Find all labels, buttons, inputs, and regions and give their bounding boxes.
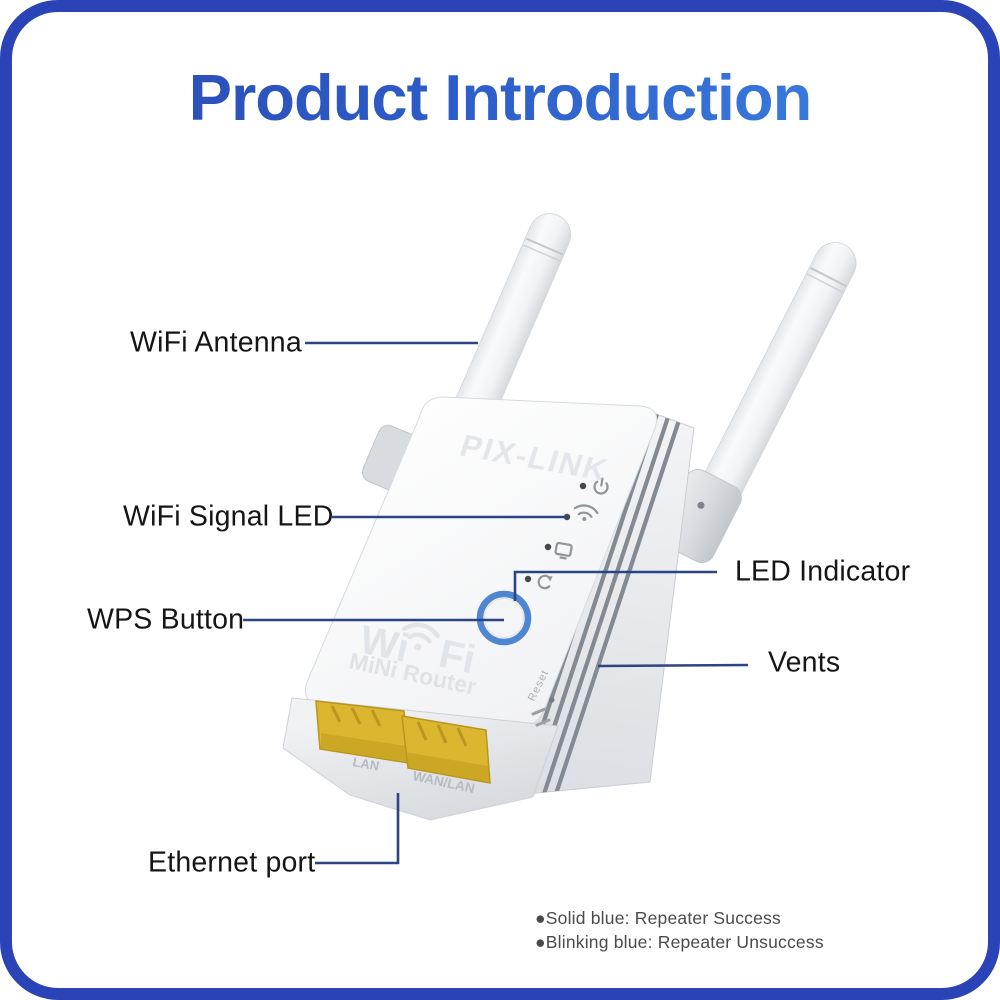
reset-hole [549,697,555,703]
page-title: Product Introduction [0,60,1000,135]
wps-button-ring [476,590,532,646]
wifi-antenna-right [696,242,857,515]
lan-port-label: LAN [351,754,380,773]
wifi-logo: Wi Fi [356,618,479,682]
wan-lan-port [401,715,491,784]
wps-button [476,590,532,646]
label-wifi-antenna: WiFi Antenna [130,326,302,359]
led-indicator-callout-line [513,570,717,601]
lan-icon [554,541,573,560]
callout-lines [243,341,749,865]
wifi-logo-icon [402,622,440,651]
label-ethernet-port: Ethernet port [148,846,316,879]
wifi-icon [573,504,599,521]
lan-led-dot [544,543,552,551]
legend-blinking-blue: ●Blinking blue: Repeater Unsuccess [535,932,824,952]
label-wifi-signal-led: WiFi Signal LED [123,500,334,533]
led-column [524,477,609,590]
status-legend: ●Solid blue: Repeater Success ●Blinking … [535,906,824,954]
label-led-indicator: LED Indicator [735,555,911,588]
legend-solid-blue: ●Solid blue: Repeater Success [535,908,781,928]
small-vent-dashes [531,707,551,727]
wps-icon [537,574,553,590]
wps-led-dot [524,575,532,583]
vents-callout-line [597,663,749,668]
power-icon [593,477,609,495]
wifi-logo-left: Wi [356,618,413,671]
lan-port [315,700,410,764]
ethernet-ports: LAN WAN/LAN [315,700,491,796]
label-vents: Vents [768,646,841,679]
label-wps-button: WPS Button [87,603,245,636]
power-led-dot [579,482,587,490]
ethernet-port-callout-line [315,793,400,865]
